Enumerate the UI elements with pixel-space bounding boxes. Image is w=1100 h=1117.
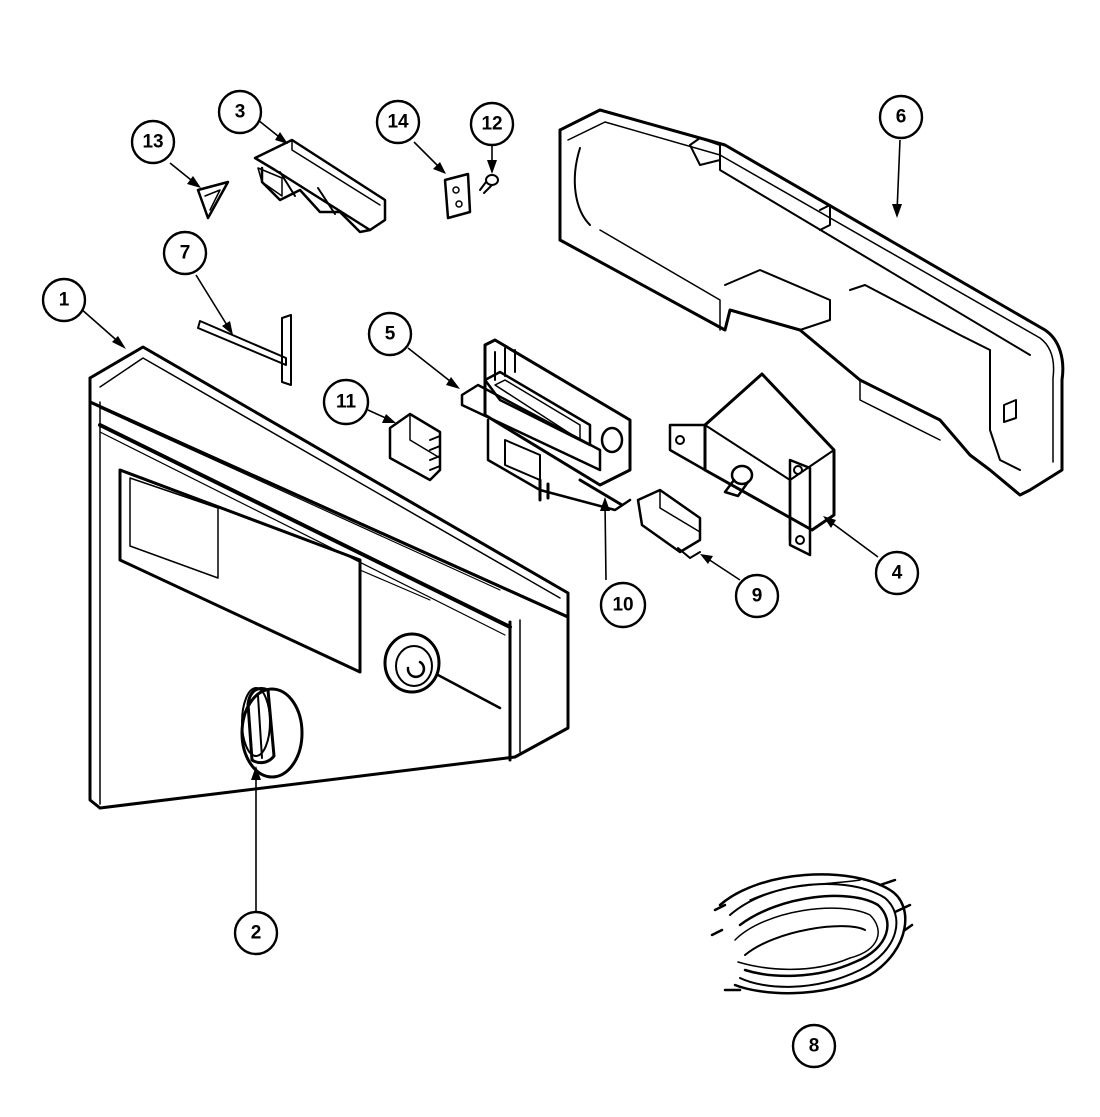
- callout-5: 5: [367, 311, 413, 357]
- callout-3-label: 3: [235, 102, 246, 123]
- bracket-icon: [253, 138, 387, 234]
- callout-14-label: 14: [387, 112, 409, 133]
- callout-7: 7: [162, 230, 208, 276]
- screw-icon: [479, 174, 499, 194]
- callout-7-label: 7: [180, 243, 191, 264]
- latch-icon: [460, 338, 632, 512]
- callout-6-label: 6: [896, 107, 907, 128]
- callout-13-label: 13: [142, 132, 163, 153]
- callout-6: 6: [878, 94, 924, 140]
- callout-2-label: 2: [251, 923, 262, 944]
- leader-lines: [79, 119, 902, 912]
- mounting-plate-icon: [443, 172, 472, 220]
- terminal-block-icon: [388, 412, 442, 482]
- timer-icon: [668, 372, 836, 557]
- callout-10-label: 10: [612, 595, 633, 616]
- callout-12: 12: [469, 101, 515, 147]
- callout-11-label: 11: [336, 392, 357, 413]
- knob-icon: [240, 687, 304, 779]
- callout-10: 10: [599, 581, 647, 629]
- callout-1-label: 1: [59, 290, 70, 311]
- wire-harness-icon: [710, 873, 914, 995]
- callout-14: 14: [375, 99, 421, 145]
- callout-9: 9: [734, 573, 780, 619]
- switch-icon: [636, 488, 702, 559]
- strip-icon: [197, 314, 292, 386]
- callout-4-label: 4: [892, 563, 903, 584]
- callout-8: 8: [791, 1023, 837, 1069]
- callout-12-label: 12: [481, 114, 502, 135]
- callout-1: 1: [41, 277, 87, 323]
- console-cover-icon: [558, 108, 1065, 497]
- callout-4: 4: [874, 550, 920, 596]
- callout-3: 3: [217, 89, 263, 135]
- clip-icon: [196, 180, 230, 220]
- callout-5-label: 5: [385, 324, 396, 345]
- callout-13: 13: [130, 119, 176, 165]
- callout-8-label: 8: [809, 1036, 820, 1057]
- control-panel-icon: [88, 345, 570, 810]
- callout-2: 2: [233, 910, 279, 956]
- callout-11: 11: [322, 378, 370, 426]
- callout-9-label: 9: [752, 586, 763, 607]
